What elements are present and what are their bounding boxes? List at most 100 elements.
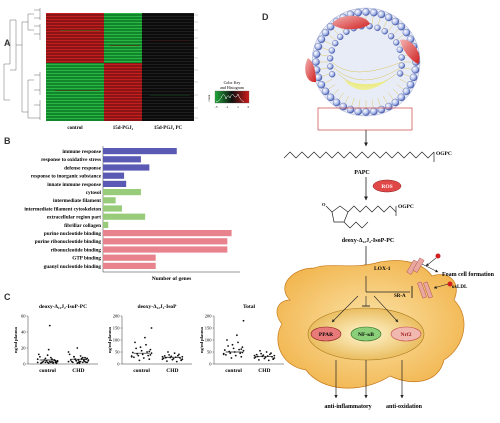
heatmap-panel: control 15d-PGJ₂ 15d-PGJ₂ PC Color Key a… bbox=[0, 0, 260, 135]
lox1-label: LOX-1 bbox=[374, 266, 391, 272]
go-bar bbox=[103, 180, 127, 187]
scatter-point bbox=[70, 360, 73, 363]
scatter-point bbox=[131, 351, 134, 354]
scatter-point bbox=[145, 343, 147, 346]
scatter-ytick: 0 bbox=[209, 362, 212, 367]
phospholipid-head bbox=[346, 105, 355, 114]
phospholipid-head bbox=[402, 28, 411, 37]
apolipoprotein bbox=[400, 39, 420, 64]
scatter-point bbox=[263, 357, 266, 360]
go-term-label: immune response bbox=[62, 149, 101, 155]
scatter-point bbox=[230, 357, 233, 359]
oxldl-particle bbox=[447, 281, 453, 287]
scatter-ylabel: ng/ml plasma bbox=[13, 326, 18, 353]
heatmap-control-top bbox=[46, 13, 104, 63]
go-term-label: purine nucleotide binding bbox=[44, 231, 101, 237]
phospholipid-head bbox=[354, 107, 362, 116]
scatter-ytick: 50 bbox=[115, 350, 120, 355]
scatter-point bbox=[225, 353, 227, 356]
scatter-point bbox=[227, 345, 230, 347]
scatter-title: Total bbox=[243, 304, 255, 310]
scatter-point bbox=[173, 352, 176, 355]
papc-molecule: OGPC PAPC bbox=[283, 151, 452, 176]
scatter-ytick: 150 bbox=[205, 326, 213, 331]
receptor-lox1 bbox=[406, 257, 425, 275]
go-term-label: innate immune response bbox=[47, 182, 101, 188]
scatter-point bbox=[236, 334, 238, 337]
scatter-point bbox=[254, 356, 257, 358]
scatter-point bbox=[237, 341, 239, 344]
dendrogram bbox=[3, 8, 41, 120]
scatter-point bbox=[84, 360, 86, 363]
scatter-point bbox=[48, 324, 51, 327]
receptor-sra bbox=[417, 281, 433, 299]
scatter-ylabel: ng/ml plasma bbox=[107, 326, 112, 353]
phospholipid-head bbox=[391, 98, 400, 107]
scatter-point bbox=[273, 354, 276, 357]
scatter-point bbox=[83, 359, 85, 361]
scatter-ytick: 20 bbox=[21, 346, 26, 351]
sra-label: SR-A bbox=[394, 294, 406, 299]
go-term-label: guanyl nucleotide binding bbox=[44, 264, 102, 270]
phospholipid-head bbox=[411, 66, 420, 74]
phospholipid-head bbox=[339, 102, 348, 111]
scatter-point bbox=[234, 354, 237, 357]
scatter-point bbox=[144, 336, 146, 339]
ppar-node bbox=[310, 326, 342, 342]
phospholipid-head bbox=[328, 47, 336, 54]
go-bar bbox=[103, 172, 125, 179]
phospholipid-head bbox=[362, 8, 370, 16]
phospholipid-head bbox=[326, 22, 335, 31]
ros-badge bbox=[372, 179, 402, 193]
scatter-point bbox=[175, 360, 178, 363]
go-term-label: response to inorganic substance bbox=[31, 174, 102, 180]
color-key-title-1: Color Key bbox=[224, 80, 241, 85]
scatter-ytick: 60 bbox=[21, 314, 26, 319]
scatter-point bbox=[180, 359, 183, 362]
scatter-point bbox=[87, 359, 90, 362]
go-term-label: ribonucleotide binding bbox=[51, 247, 102, 253]
heatmap-group-15dpgj2: 15d-PGJ₂ bbox=[113, 126, 134, 131]
scatter-category-label: control bbox=[225, 368, 242, 374]
scatter-point bbox=[77, 361, 80, 364]
scatter-ytick: 100 bbox=[205, 338, 213, 343]
scatter-ytick: 50 bbox=[207, 350, 212, 355]
go-term-label: GTP binding bbox=[72, 256, 101, 262]
phospholipid-head bbox=[332, 98, 341, 107]
color-key-tick-3: 3 bbox=[247, 105, 249, 109]
scatter-point bbox=[150, 327, 153, 329]
phospholipid-head bbox=[398, 62, 405, 69]
scatter-point bbox=[148, 350, 151, 353]
papc-label: PAPC bbox=[354, 170, 370, 176]
scatter-point bbox=[240, 355, 243, 358]
color-key-tick-1: -1 bbox=[226, 105, 229, 109]
scatter-point bbox=[262, 354, 265, 357]
scatter-point bbox=[44, 357, 47, 360]
scatter-ytick: 150 bbox=[113, 326, 121, 331]
anti-oxidation-label: anti-oxidation bbox=[386, 404, 423, 410]
scatter-point bbox=[167, 351, 169, 353]
foam-cell-label: Foam cell formation bbox=[442, 272, 495, 278]
scatter-point bbox=[242, 319, 245, 322]
scatter-point bbox=[181, 355, 184, 358]
go-bar bbox=[103, 221, 109, 228]
scatter-point bbox=[238, 348, 241, 351]
phospholipid-head bbox=[374, 24, 381, 32]
phospholipid-head bbox=[396, 46, 403, 53]
panel-label-a: A bbox=[4, 38, 11, 48]
scatter-point bbox=[39, 355, 41, 358]
scatter-point bbox=[50, 356, 52, 359]
phospholipid-head bbox=[384, 13, 393, 22]
scatter-point bbox=[67, 360, 70, 363]
scatter-point bbox=[147, 354, 150, 357]
go-bar bbox=[103, 197, 116, 204]
phospholipid-head bbox=[321, 87, 330, 96]
scatter-point bbox=[50, 361, 52, 364]
color-key-gradient bbox=[214, 90, 250, 104]
scatter-point bbox=[45, 359, 48, 362]
phospholipid-head bbox=[397, 93, 406, 102]
scatter-point bbox=[140, 349, 143, 352]
phospholipid-head bbox=[370, 107, 378, 116]
